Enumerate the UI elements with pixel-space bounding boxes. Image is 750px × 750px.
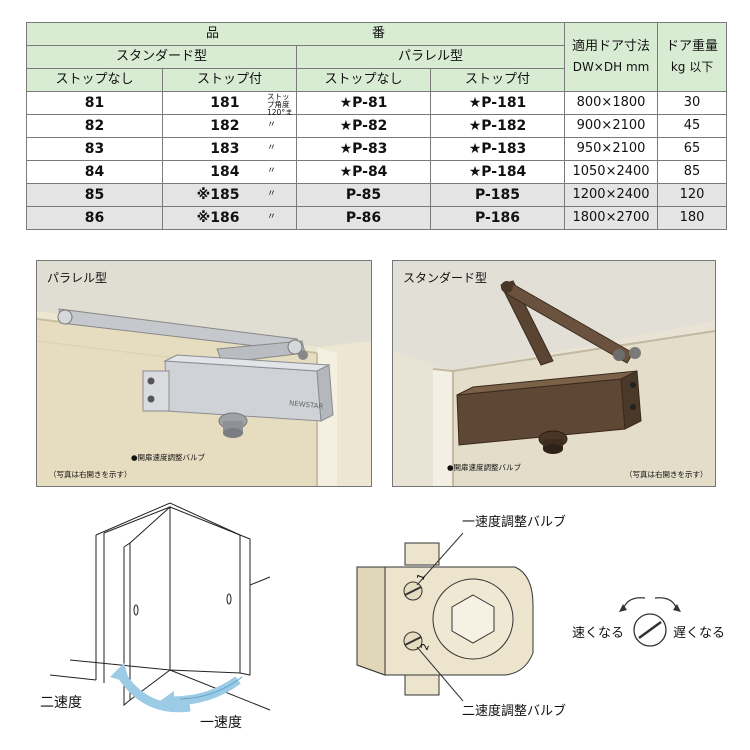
- cell-par-stop: ★P-182: [429, 114, 566, 138]
- photo-parallel-type: パラレル型 NEWSTAR ●開扉速度調整バルブ （写真は右開きを示す）: [36, 260, 372, 487]
- ditto-mark: 〃: [267, 143, 277, 153]
- label-faster: 速くなる: [572, 626, 625, 641]
- label-slower: 遅くなる: [673, 626, 726, 641]
- cell-std-stop: ※186 〃: [162, 206, 297, 230]
- cell-par-stop: P-185: [429, 183, 566, 207]
- valve-label: ●開扉速度調整バルブ: [447, 463, 522, 472]
- cell-par-no-stop: ★P-83: [296, 137, 431, 161]
- label-valve-1: 一速度調整バルブ: [462, 515, 567, 530]
- cell-par-no-stop: ★P-84: [296, 160, 431, 184]
- photo-caption: （写真は右開きを示す）: [625, 470, 708, 479]
- valve-label: ●開扉速度調整バルブ: [131, 453, 206, 462]
- ditto-mark: 〃: [267, 212, 277, 222]
- standard-closer-illustration: [393, 280, 715, 486]
- photo-standard-type: スタンダード型 ●開扉速度調整バルブ （写真は右開きを示す）: [392, 260, 716, 487]
- speed-dial: [619, 597, 681, 647]
- cell-par-no-stop: P-86: [296, 206, 431, 230]
- header-hinban: 品 番: [25, 22, 566, 46]
- spec-table: 品 番 適用ドア寸法 DW×DH mm ドア重量 kg 以下 スタンダード型 パ…: [25, 22, 728, 230]
- cell-dims: 950×2100: [564, 137, 659, 161]
- photo-parallel-title: パラレル型: [47, 271, 108, 285]
- label-valve-2: 二速度調整バルブ: [462, 704, 567, 719]
- cell-weight: 65: [657, 137, 728, 161]
- cell-dims: 800×1800: [564, 91, 659, 115]
- valve-1-number: 1: [415, 572, 428, 582]
- col-std-stop: ストップ付: [162, 68, 297, 92]
- table-row: 86 ※186 〃 P-86 P-186 1800×2700 180: [26, 206, 728, 230]
- cell-std-no-stop: 82: [26, 114, 163, 138]
- cell-par-stop: P-186: [429, 206, 566, 230]
- table-row: 84 184 〃 ★P-84 ★P-184 1050×2400 85: [26, 160, 728, 184]
- first-speed-arrow: [171, 676, 241, 706]
- valve-diagram: 1 2: [356, 532, 534, 702]
- cell-dims: 900×2100: [564, 114, 659, 138]
- cell-std-stop: 184 〃: [162, 160, 297, 184]
- photo-standard-title: スタンダード型: [403, 271, 488, 285]
- col-std-no-stop: ストップなし: [26, 68, 163, 92]
- cell-std-no-stop: 86: [26, 206, 163, 230]
- ditto-mark: 〃: [267, 166, 277, 176]
- cell-par-no-stop: ★P-81: [296, 91, 431, 115]
- cell-std-no-stop: 81: [26, 91, 163, 115]
- cell-std-stop: 182 〃: [162, 114, 297, 138]
- label-first-speed: 一速度: [200, 715, 242, 731]
- cell-par-no-stop: ★P-82: [296, 114, 431, 138]
- table-row: 85 ※185 〃 P-85 P-185 1200×2400 120: [26, 183, 728, 207]
- cell-std-no-stop: 83: [26, 137, 163, 161]
- cell-par-stop: ★P-183: [429, 137, 566, 161]
- table-row: 83 183 〃 ★P-83 ★P-183 950×2100 65: [26, 137, 728, 161]
- cell-weight: 45: [657, 114, 728, 138]
- col-par-no-stop: ストップなし: [296, 68, 431, 92]
- cell-weight: 120: [657, 183, 728, 207]
- label-second-speed: 二速度: [40, 695, 82, 711]
- table-row: 82 182 〃 ★P-82 ★P-182 900×2100 45: [26, 114, 728, 138]
- header-door-dims: 適用ドア寸法 DW×DH mm: [564, 22, 659, 92]
- cell-std-no-stop: 85: [26, 183, 163, 207]
- cell-par-stop: ★P-184: [429, 160, 566, 184]
- col-par-stop: ストップ付: [429, 68, 566, 92]
- door-speed-diagram: [49, 502, 271, 713]
- valve-2-number: 2: [419, 642, 432, 652]
- cell-dims: 1200×2400: [564, 183, 659, 207]
- photo-caption: （写真は右開きを示す）: [49, 470, 132, 479]
- cell-weight: 180: [657, 206, 728, 230]
- cell-par-stop: ★P-181: [429, 91, 566, 115]
- cell-dims: 1050×2400: [564, 160, 659, 184]
- ditto-mark: 〃: [267, 120, 277, 130]
- cell-std-stop: ※185 〃: [162, 183, 297, 207]
- ditto-mark: 〃: [267, 189, 277, 199]
- cell-dims: 1800×2700: [564, 206, 659, 230]
- cell-std-stop: 183 〃: [162, 137, 297, 161]
- header-door-weight: ドア重量 kg 以下: [657, 22, 728, 92]
- parallel-closer-illustration: [37, 308, 371, 486]
- header-parallel: パラレル型: [295, 45, 566, 69]
- cell-par-no-stop: P-85: [296, 183, 431, 207]
- cell-weight: 85: [657, 160, 728, 184]
- cell-std-no-stop: 84: [26, 160, 163, 184]
- cell-weight: 30: [657, 91, 728, 115]
- header-standard: スタンダード型: [26, 45, 297, 69]
